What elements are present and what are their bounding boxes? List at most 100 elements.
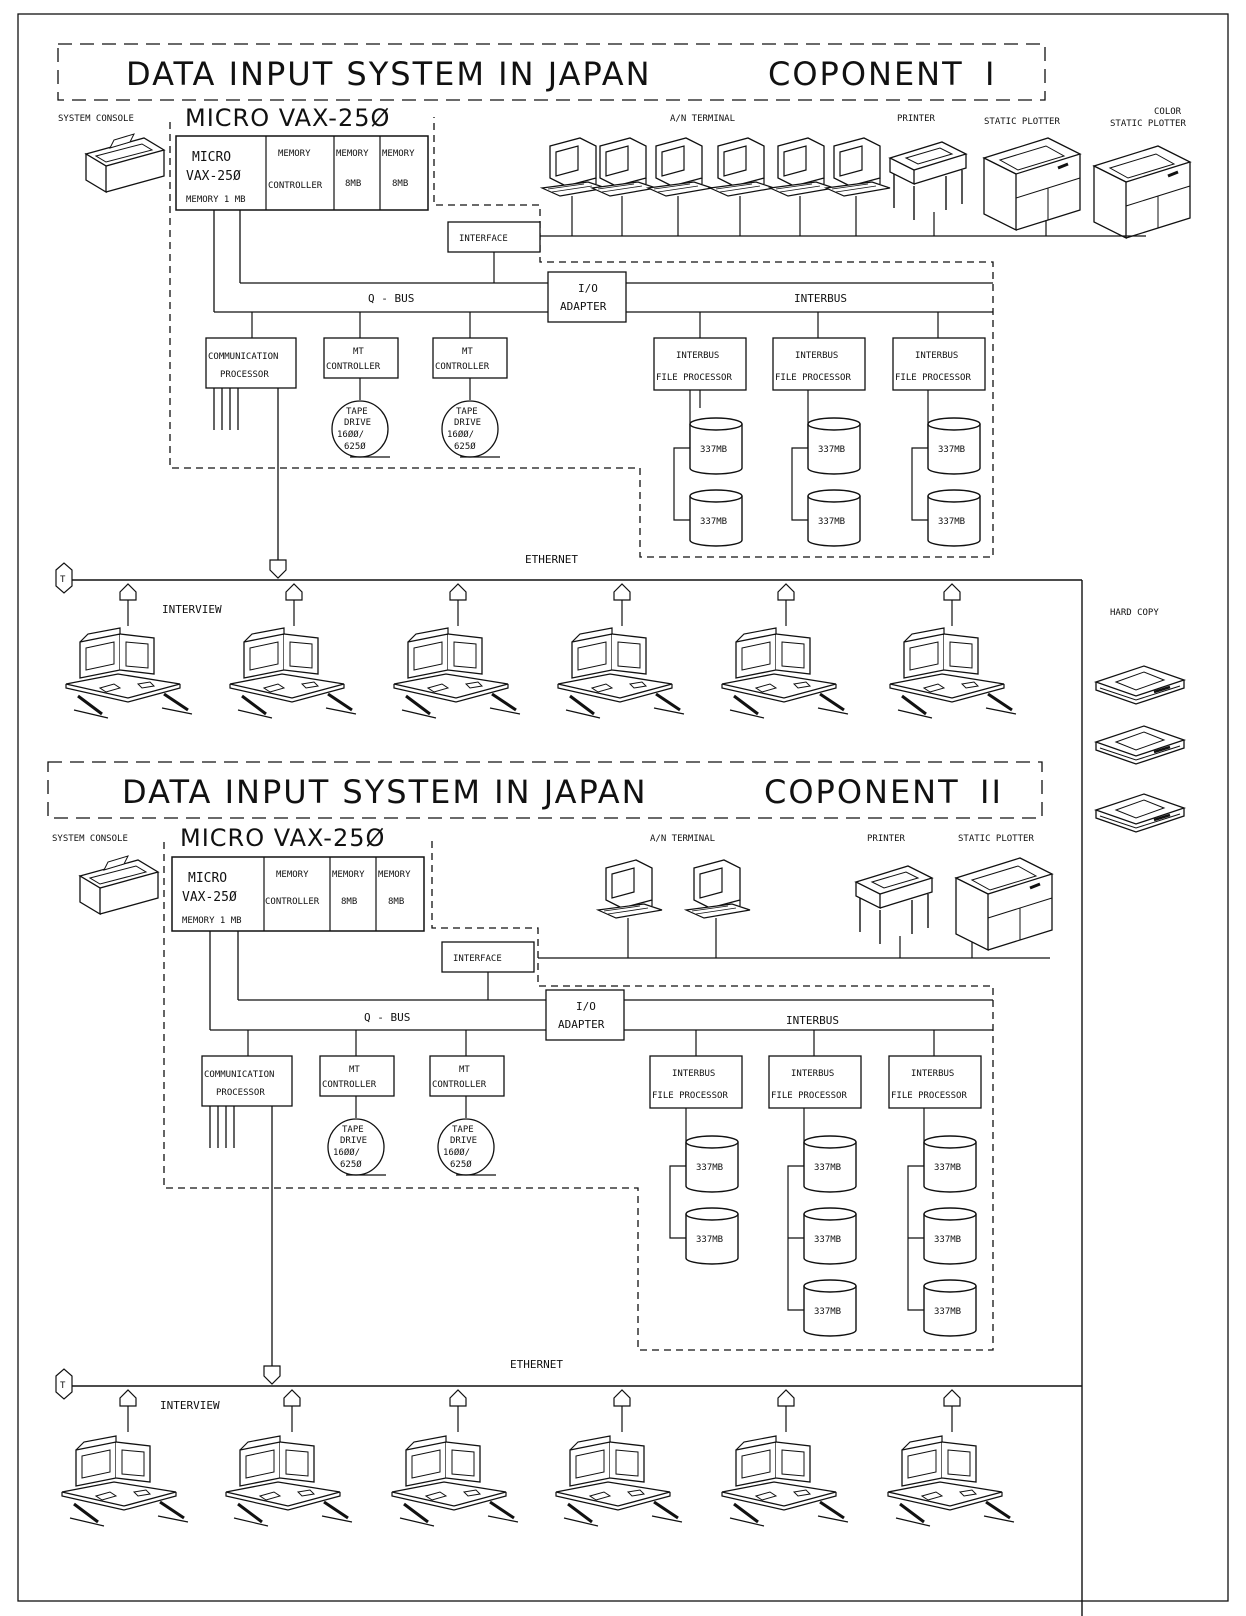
io-adapter-box bbox=[547, 271, 627, 323]
svg-text:DRIVE: DRIVE bbox=[450, 1136, 477, 1146]
svg-text:MEMORY: MEMORY bbox=[378, 870, 411, 880]
svg-text:COMMUNICATION: COMMUNICATION bbox=[204, 1070, 274, 1080]
svg-text:MICRO: MICRO bbox=[188, 871, 227, 886]
svg-text:337MB: 337MB bbox=[818, 445, 845, 455]
an-terminal-label: A/N TERMINAL bbox=[650, 834, 715, 844]
memory-controller-l1: MEMORY bbox=[278, 149, 311, 159]
svg-text:337MB: 337MB bbox=[934, 1235, 961, 1245]
svg-text:CONTROLLER: CONTROLLER bbox=[265, 897, 320, 907]
io-adapter-l1: I/O bbox=[578, 282, 598, 295]
svg-text:MEMORY: MEMORY bbox=[332, 870, 365, 880]
workstation-icon bbox=[888, 626, 1018, 720]
workstation-icon bbox=[554, 1434, 684, 1528]
tape-drive: TAPE DRIVE 16ØØ/ 625Ø bbox=[331, 400, 390, 458]
mt-controller-l2: CONTROLLER bbox=[326, 362, 381, 372]
svg-text:337MB: 337MB bbox=[934, 1163, 961, 1173]
system-console-icon bbox=[85, 133, 165, 193]
tape-drive: TAPE DRIVE 16ØØ/ 625Ø bbox=[327, 1118, 386, 1176]
title-frame bbox=[57, 43, 1046, 101]
cpu-line1: MICRO bbox=[192, 150, 231, 165]
mt-controller-l1: MT bbox=[353, 347, 364, 357]
svg-text:INTERFACE: INTERFACE bbox=[453, 954, 502, 964]
svg-text:TAPE: TAPE bbox=[456, 407, 478, 417]
tape-drive: TAPE DRIVE 16ØØ/ 625Ø bbox=[437, 1118, 496, 1176]
workstation-icon bbox=[224, 1434, 354, 1528]
svg-text:337MB: 337MB bbox=[818, 517, 845, 527]
svg-text:INTERBUS: INTERBUS bbox=[795, 351, 838, 361]
svg-text:8MB: 8MB bbox=[341, 897, 357, 907]
svg-text:337MB: 337MB bbox=[814, 1163, 841, 1173]
svg-text:8MB: 8MB bbox=[388, 897, 404, 907]
file-processor-unit: INTERBUS FILE PROCESSOR 337MB 337MB bbox=[892, 337, 986, 547]
static-plotter-icon bbox=[954, 856, 1054, 952]
printer-icon bbox=[855, 865, 933, 945]
svg-text:337MB: 337MB bbox=[696, 1163, 723, 1173]
memory-b-l1: MEMORY bbox=[382, 149, 415, 159]
memory-a-l1: MEMORY bbox=[336, 149, 369, 159]
svg-text:MT: MT bbox=[459, 1065, 470, 1075]
svg-text:Q - BUS: Q - BUS bbox=[364, 1011, 410, 1024]
printer-label: PRINTER bbox=[897, 114, 936, 124]
mt-controller-l2: CONTROLLER bbox=[435, 362, 490, 372]
svg-text:CONTROLLER: CONTROLLER bbox=[322, 1080, 377, 1090]
svg-text:337MB: 337MB bbox=[700, 445, 727, 455]
svg-text:INTERBUS: INTERBUS bbox=[672, 1069, 715, 1079]
cpu-box bbox=[175, 135, 429, 211]
svg-text:337MB: 337MB bbox=[700, 517, 727, 527]
printer-icon bbox=[889, 141, 967, 221]
workstation-icon bbox=[720, 1434, 850, 1528]
svg-text:FILE PROCESSOR: FILE PROCESSOR bbox=[771, 1091, 847, 1101]
svg-text:INTERBUS: INTERBUS bbox=[911, 1069, 954, 1079]
svg-text:CONTROLLER: CONTROLLER bbox=[432, 1080, 487, 1090]
svg-text:337MB: 337MB bbox=[938, 517, 965, 527]
cpu-box bbox=[171, 856, 425, 932]
svg-text:337MB: 337MB bbox=[696, 1235, 723, 1245]
an-terminal-icon bbox=[647, 137, 713, 197]
workstation-icon bbox=[390, 1434, 520, 1528]
mt-controller-box bbox=[429, 1055, 505, 1097]
system-console-label: SYSTEM CONSOLE bbox=[58, 114, 134, 124]
svg-text:DRIVE: DRIVE bbox=[344, 418, 371, 428]
svg-text:T: T bbox=[60, 1381, 66, 1391]
mt-controller-box bbox=[323, 337, 399, 379]
cpu-group-title: MICRO VAX-25Ø bbox=[185, 104, 390, 132]
interview-label: INTERVIEW bbox=[160, 1399, 220, 1412]
component-2: DATA INPUT SYSTEM IN JAPAN COPONENT II S… bbox=[47, 761, 1082, 1528]
mt-controller-box bbox=[432, 337, 508, 379]
color-plotter-l1: COLOR bbox=[1154, 107, 1182, 117]
component-label: COPONENT bbox=[764, 773, 960, 811]
component-numeral: I bbox=[985, 55, 996, 93]
file-processor-unit: INTERBUS FILE PROCESSOR 337MB 337MB 337M… bbox=[888, 1055, 982, 1337]
comm-processor-box bbox=[201, 1055, 293, 1107]
ethernet-label: ETHERNET bbox=[510, 1358, 563, 1371]
an-terminal-icon bbox=[685, 859, 751, 919]
file-processor-unit: INTERBUS FILE PROCESSOR 337MB 337MB 337M… bbox=[768, 1055, 862, 1337]
system-console-label: SYSTEM CONSOLE bbox=[52, 834, 128, 844]
component-label: COPONENT bbox=[768, 55, 964, 93]
workstation-icon bbox=[64, 626, 194, 720]
svg-text:T: T bbox=[60, 575, 66, 585]
an-terminal-icon bbox=[597, 859, 663, 919]
page-border bbox=[17, 13, 1229, 1602]
svg-text:MEMORY 1 MB: MEMORY 1 MB bbox=[182, 916, 242, 926]
svg-text:I/O: I/O bbox=[576, 1000, 596, 1013]
io-adapter-l2: ADAPTER bbox=[560, 300, 607, 313]
comm-processor-l1: COMMUNICATION bbox=[208, 352, 278, 362]
an-terminal-icon bbox=[709, 137, 775, 197]
memory-a-l2: 8MB bbox=[345, 179, 361, 189]
interface-label: INTERFACE bbox=[459, 234, 508, 244]
color-plotter-l2: STATIC PLOTTER bbox=[1110, 119, 1186, 129]
svg-text:TAPE: TAPE bbox=[452, 1125, 474, 1135]
comm-processor-l2: PROCESSOR bbox=[220, 370, 269, 380]
svg-text:337MB: 337MB bbox=[814, 1307, 841, 1317]
tape-drive: TAPE DRIVE 16ØØ/ 625Ø bbox=[441, 400, 500, 458]
svg-text:DRIVE: DRIVE bbox=[454, 418, 481, 428]
an-terminal-icon bbox=[591, 137, 657, 197]
svg-text:625Ø: 625Ø bbox=[340, 1159, 362, 1170]
svg-text:INTERBUS: INTERBUS bbox=[791, 1069, 834, 1079]
comm-processor-box bbox=[205, 337, 297, 389]
terminator bbox=[55, 562, 73, 594]
hard-copy-icon bbox=[1094, 792, 1186, 834]
interface-box bbox=[441, 941, 535, 973]
hard-copy-label: HARD COPY bbox=[1110, 608, 1159, 618]
